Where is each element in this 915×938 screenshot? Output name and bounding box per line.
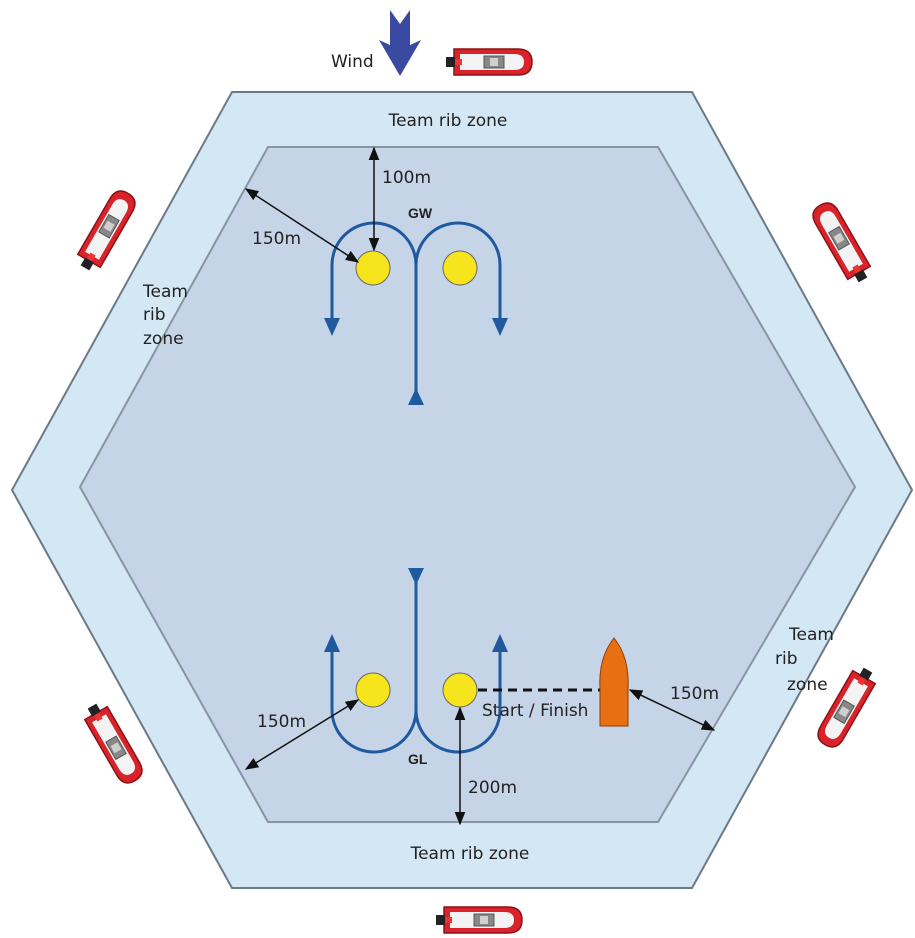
rib-boat-icon [445, 48, 533, 76]
zone-label-right-3: zone [787, 675, 828, 695]
mark-buoy-icon [355, 672, 391, 708]
rib-boat-icon [435, 906, 523, 934]
zone-label-right-2: rib [775, 649, 798, 669]
inner-racing-area [78, 146, 857, 823]
distance-label-top-mark: 100m [382, 168, 431, 188]
zone-label-left-2: rib [143, 305, 166, 325]
dimension-line [628, 689, 716, 731]
dimension-line [244, 188, 360, 263]
mark-buoy-icon [442, 250, 478, 286]
mark-buoy-icon [355, 250, 391, 286]
zone-label-left-1: Team [142, 282, 188, 302]
wind-label: Wind [331, 52, 374, 72]
dimension-line [244, 699, 360, 770]
mark-buoy-icon [442, 672, 478, 708]
leeward-gate-label: GL [408, 751, 428, 767]
rib-boat-icon [72, 186, 141, 276]
zone-label-top: Team rib zone [388, 111, 508, 131]
rib-boat-icon [807, 198, 876, 288]
distance-label-bottom-mark: 200m [468, 778, 517, 798]
distance-label-committee-boat: 150m [670, 684, 719, 704]
zone-label-left-3: zone [143, 329, 184, 349]
start-finish-label: Start / Finish [482, 701, 588, 721]
zone-label-bottom: Team rib zone [410, 844, 530, 864]
distance-label-windward-side: 150m [252, 229, 301, 249]
committee-boat-icon [599, 637, 629, 727]
windward-gate-label: GW [408, 205, 433, 221]
zone-label-right-1: Team [788, 625, 834, 645]
wind-arrow-icon [379, 10, 421, 76]
distance-label-leeward-side: 150m [257, 712, 306, 732]
